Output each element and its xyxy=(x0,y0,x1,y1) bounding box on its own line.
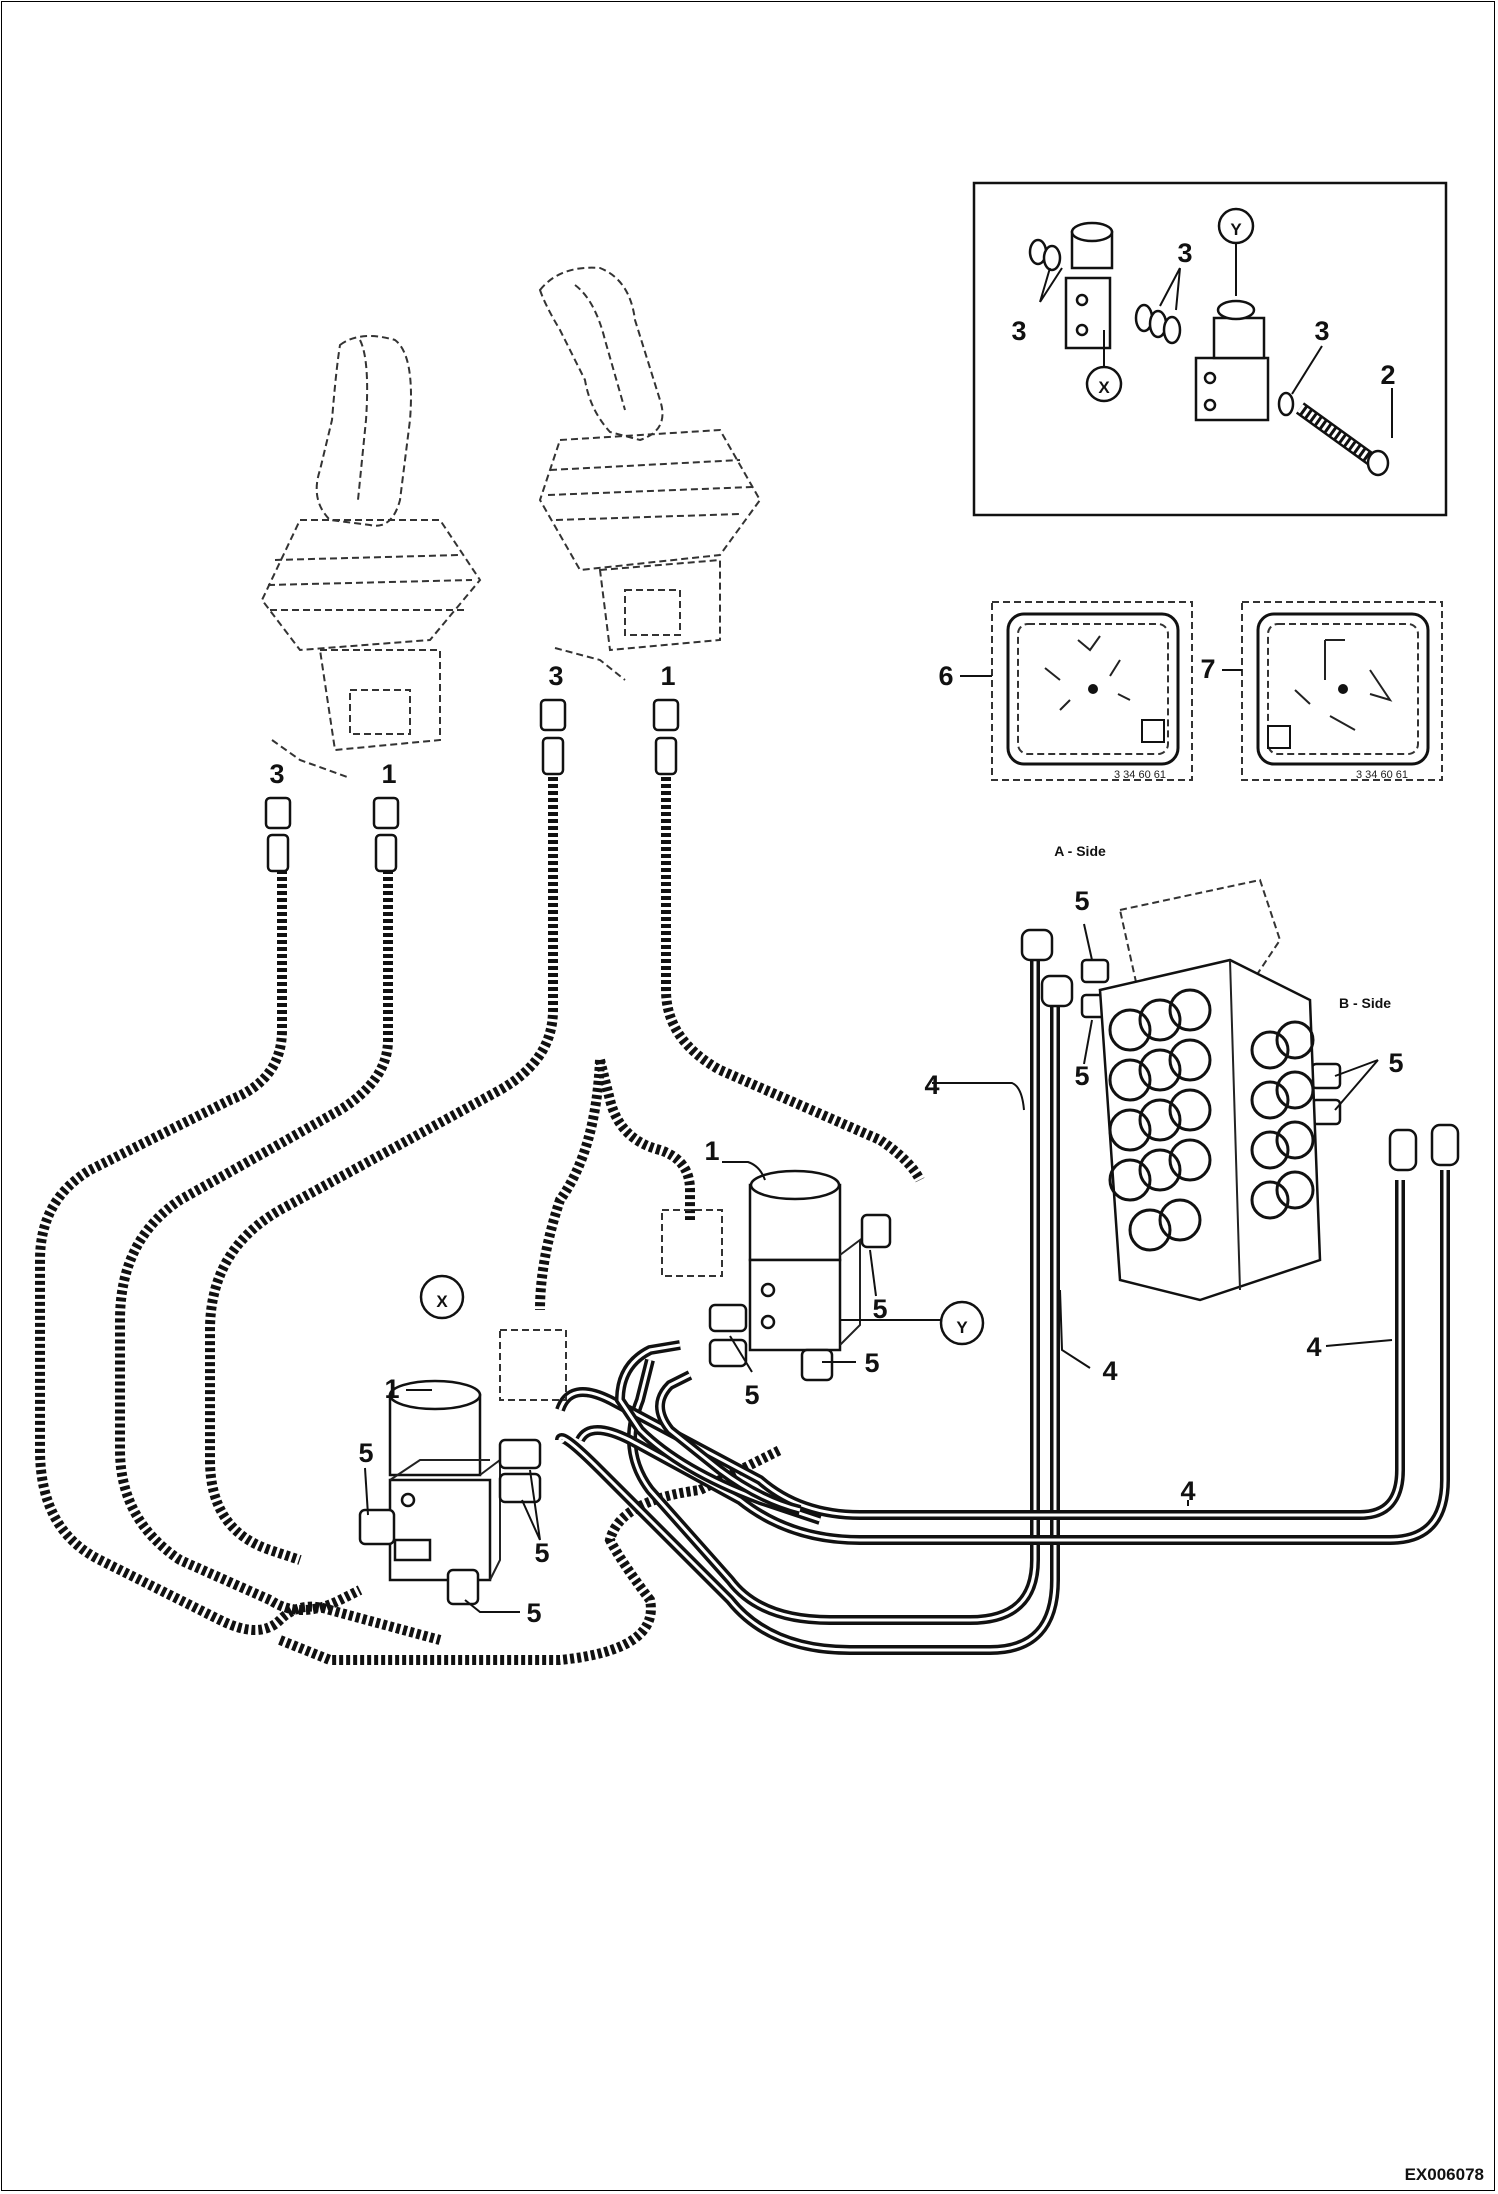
callout-4-upper: 4 xyxy=(924,1070,939,1100)
label-a-side: A - Side xyxy=(1054,843,1106,859)
detail-mark-y: Y xyxy=(1230,220,1242,239)
detail-banjo-bolt xyxy=(1295,402,1390,477)
callout-3-inset-right: 3 xyxy=(1314,316,1329,346)
detail-inset: X Y 3 3 3 2 xyxy=(972,181,1448,517)
callout-5-valve-x-bottom: 5 xyxy=(526,1598,541,1628)
callout-5-valve-x-left: 5 xyxy=(358,1438,373,1468)
mark-y-circle xyxy=(939,1300,985,1346)
callout-5-valve-y-bottom: 5 xyxy=(864,1348,879,1378)
detail-mark-x: X xyxy=(1098,378,1110,397)
shuttle-valve-x xyxy=(388,1379,501,1582)
pressure-switch-right xyxy=(661,1209,723,1277)
detail-seals xyxy=(1028,238,1295,417)
left-joystick xyxy=(260,335,482,752)
detail-mark-x-circle xyxy=(1085,365,1123,403)
decal-6-part-number: 3 34 60 61 xyxy=(1114,769,1166,781)
detail-inset-border xyxy=(972,181,1448,517)
callout-1-left: 1 xyxy=(381,759,396,789)
hose-fittings xyxy=(264,698,1460,1172)
shuttle-valve-y xyxy=(748,1169,861,1352)
callout-6: 6 xyxy=(938,661,953,691)
callout-3-right: 3 xyxy=(548,661,563,691)
callout-7: 7 xyxy=(1200,654,1215,684)
decal-7-part-number: 3 34 60 61 xyxy=(1356,769,1408,781)
pressure-switch-left xyxy=(499,1329,567,1401)
callout-4-right: 4 xyxy=(1306,1332,1321,1362)
decal-6: 3 34 60 61 xyxy=(991,601,1193,781)
mark-y: Y xyxy=(956,1318,968,1337)
image-reference-id: EX006078 xyxy=(1405,2165,1484,2184)
mark-x-circle xyxy=(419,1274,465,1320)
right-joystick xyxy=(538,266,762,652)
mark-x: X xyxy=(436,1292,448,1311)
callout-5-valve-x-front: 5 xyxy=(534,1538,549,1568)
detail-mark-y-circle xyxy=(1217,207,1255,245)
callout-5-a-side-bottom: 5 xyxy=(1074,1061,1089,1091)
pilot-hoses xyxy=(35,770,925,1665)
leader-lines xyxy=(364,923,1393,1613)
callout-5-valve-y-left: 5 xyxy=(744,1380,759,1410)
callout-1-right: 1 xyxy=(660,661,675,691)
decal-7: 3 34 60 61 xyxy=(1241,601,1443,781)
label-b-side: B - Side xyxy=(1339,995,1391,1011)
detail-valve-x xyxy=(1064,221,1114,350)
main-hoses xyxy=(555,950,1450,1655)
callout-5-b-side: 5 xyxy=(1388,1048,1403,1078)
fittings-5 xyxy=(358,958,1342,1606)
callout-3-left: 3 xyxy=(269,759,284,789)
callout-3-inset-middle: 3 xyxy=(1177,238,1192,268)
callout-4-bottom: 4 xyxy=(1180,1476,1195,1506)
callout-1-valve-x: 1 xyxy=(384,1374,399,1404)
callout-2-inset: 2 xyxy=(1380,360,1395,390)
callout-4-middle: 4 xyxy=(1102,1356,1117,1386)
callout-1-valve-y: 1 xyxy=(704,1136,719,1166)
callout-5-a-side-top: 5 xyxy=(1074,886,1089,916)
detail-valve-y xyxy=(1194,299,1270,422)
callout-3-inset-left: 3 xyxy=(1011,316,1026,346)
callout-5-valve-y-right: 5 xyxy=(872,1294,887,1324)
control-valve-block xyxy=(1098,878,1322,1302)
